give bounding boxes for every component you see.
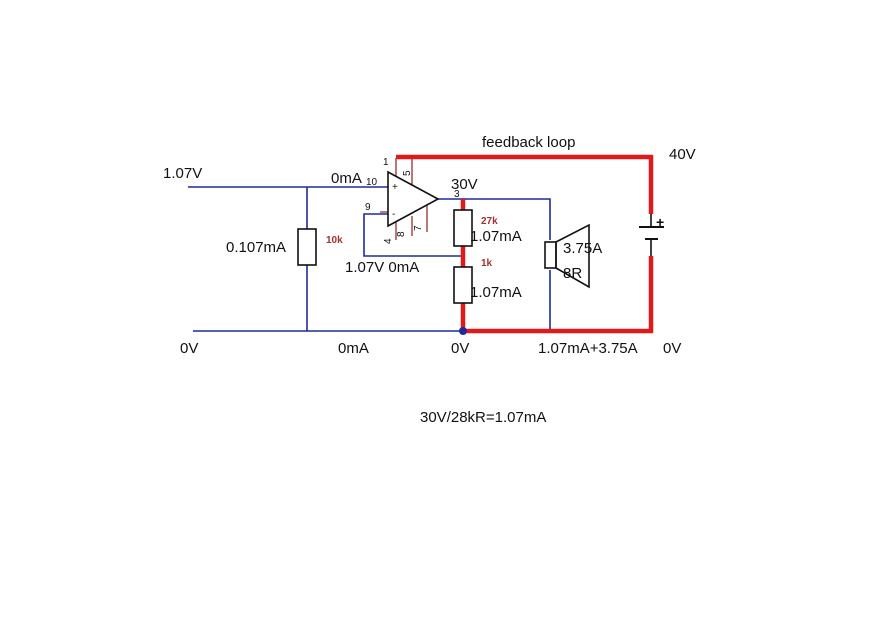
- ground-left-label: 0V: [180, 340, 198, 357]
- opamp-plus-sign: +: [392, 182, 398, 193]
- speaker-impedance-label: 8R: [563, 265, 582, 282]
- ground-right-label: 0V: [663, 340, 681, 357]
- supply-voltage-label: 40V: [669, 146, 696, 163]
- top-resistor-current-label: 1.07mA: [470, 228, 522, 245]
- bottom-resistor-value: 1k: [481, 258, 493, 269]
- pin-5-label: 5: [402, 170, 413, 176]
- speaker-symbol: [544, 223, 590, 289]
- output-wire: [438, 198, 551, 240]
- pin-7-label: 7: [413, 225, 424, 231]
- feedback-resistor-27k: [453, 209, 473, 247]
- return-current-label: 1.07mA+3.75A: [538, 340, 638, 357]
- noninverting-current-label: 0mA: [331, 170, 362, 187]
- input-resistor-10k: [297, 228, 317, 266]
- output-voltage-label: 30V: [451, 176, 478, 193]
- speaker-current-label: 3.75A: [563, 240, 602, 257]
- inverting-feedback-wire: [363, 213, 463, 257]
- battery-plus-sign: +: [656, 214, 664, 230]
- pin-8-label: 8: [396, 231, 407, 237]
- feedback-loop-path: [396, 154, 654, 334]
- input-resistor-current-label: 0.107mA: [226, 239, 286, 256]
- pin-4-label: 4: [383, 238, 394, 244]
- pin-1-label: 1: [383, 157, 389, 168]
- ground-junction-dot: [459, 327, 467, 335]
- current-formula-label: 30V/28kR=1.07mA: [420, 409, 546, 426]
- input-voltage-label: 1.07V: [163, 165, 202, 182]
- input-resistor-value: 10k: [326, 235, 343, 246]
- feedback-resistor-1k: [453, 266, 473, 304]
- pin-3-label: 3: [454, 189, 460, 200]
- ground-mid-label: 0V: [451, 340, 469, 357]
- top-resistor-value: 27k: [481, 216, 498, 227]
- battery-symbol: +: [639, 214, 664, 256]
- opamp-symbol: + -: [387, 170, 440, 228]
- blue-wires: [188, 186, 551, 332]
- ground-current-label: 0mA: [338, 340, 369, 357]
- feedback-loop-label: feedback loop: [482, 134, 575, 151]
- pin-10-label: 10: [366, 177, 378, 188]
- inverting-node-label: 1.07V 0mA: [345, 259, 419, 276]
- pin-9-label: 9: [365, 202, 371, 213]
- bottom-resistor-current-label: 1.07mA: [470, 284, 522, 301]
- opamp-minus-sign: -: [392, 209, 395, 220]
